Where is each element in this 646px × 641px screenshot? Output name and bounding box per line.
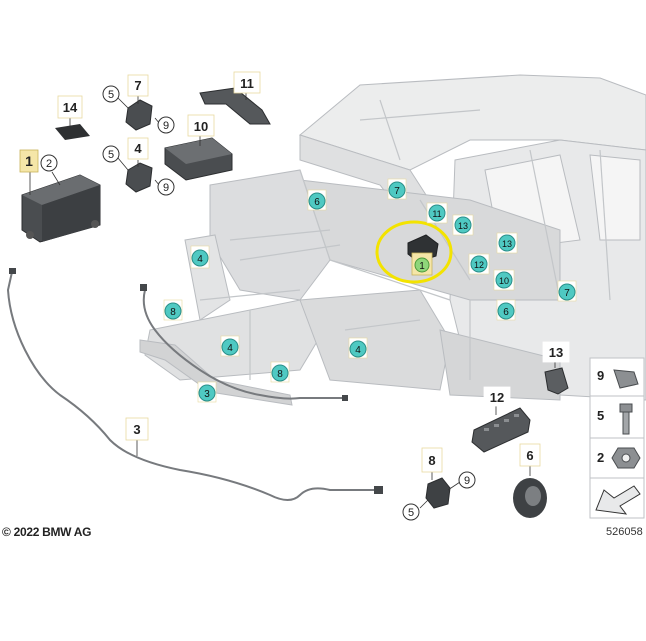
- svg-text:7: 7: [134, 78, 141, 93]
- installed-callout-6-right[interactable]: 6: [496, 299, 516, 321]
- callout-9-mid[interactable]: 9: [157, 178, 175, 196]
- svg-text:4: 4: [227, 343, 233, 354]
- svg-text:5: 5: [108, 89, 114, 101]
- installed-callout-7-upper[interactable]: 7: [387, 178, 407, 200]
- svg-text:7: 7: [394, 186, 400, 197]
- svg-text:5: 5: [597, 408, 604, 423]
- legend-item-5[interactable]: 5: [597, 403, 633, 435]
- svg-text:10: 10: [499, 276, 509, 286]
- callout-5-lower[interactable]: 5: [402, 503, 420, 521]
- legend-item-2[interactable]: 2: [597, 447, 641, 469]
- sensor-part-4: [125, 162, 153, 193]
- svg-text:8: 8: [170, 307, 176, 318]
- svg-text:12: 12: [474, 260, 484, 270]
- svg-text:13: 13: [458, 221, 468, 231]
- grommet-part-6: [513, 478, 547, 518]
- svg-text:10: 10: [194, 119, 208, 134]
- svg-text:11: 11: [432, 209, 441, 219]
- svg-text:9: 9: [163, 120, 169, 132]
- legend-arrow-icon: [595, 485, 641, 515]
- callout-2[interactable]: 2: [40, 154, 58, 172]
- installed-callout-4-right[interactable]: 4: [348, 337, 368, 359]
- svg-text:8: 8: [428, 453, 435, 468]
- svg-text:5: 5: [408, 507, 414, 519]
- holder-part-12: [471, 407, 531, 453]
- callout-4-left[interactable]: 4: [127, 137, 149, 160]
- callout-9-lower[interactable]: 9: [458, 471, 476, 489]
- callout-5-mid[interactable]: 5: [102, 145, 120, 163]
- harness-connectors: [9, 268, 383, 494]
- module-part-10: [164, 137, 233, 181]
- svg-text:13: 13: [502, 239, 512, 249]
- installed-callout-12[interactable]: 12: [468, 253, 490, 275]
- installed-callout-13-upper[interactable]: 13: [452, 214, 474, 236]
- svg-text:6: 6: [503, 307, 509, 318]
- callout-8-lower[interactable]: 8: [421, 447, 443, 473]
- svg-text:4: 4: [355, 345, 361, 356]
- figure-number: 526058: [606, 526, 643, 538]
- installed-callout-13-lower[interactable]: 13: [496, 232, 518, 254]
- car-body-shell: [139, 74, 646, 406]
- installed-callout-8-upper[interactable]: 8: [163, 299, 183, 321]
- bracket-part-13: [544, 367, 569, 395]
- callout-3[interactable]: 3: [125, 417, 149, 441]
- svg-text:3: 3: [204, 389, 210, 400]
- svg-text:6: 6: [314, 197, 320, 208]
- svg-text:1: 1: [25, 153, 33, 169]
- callout-6-lower[interactable]: 6: [519, 443, 541, 467]
- legend-item-9[interactable]: 9: [597, 368, 639, 389]
- svg-text:2: 2: [46, 158, 52, 170]
- sensor-part-8: [425, 477, 451, 509]
- svg-text:4: 4: [197, 254, 203, 265]
- callout-12[interactable]: 12: [483, 386, 511, 407]
- callout-7-top[interactable]: 7: [127, 74, 149, 97]
- svg-text:9: 9: [163, 182, 169, 194]
- installed-callout-1-highlighted[interactable]: 1: [411, 252, 433, 276]
- svg-text:9: 9: [464, 475, 470, 487]
- svg-text:6: 6: [526, 448, 533, 463]
- callout-10[interactable]: 10: [187, 114, 215, 137]
- svg-text:12: 12: [490, 390, 504, 405]
- svg-text:1: 1: [419, 261, 425, 272]
- sensor-part-7: [125, 99, 153, 131]
- svg-text:8: 8: [277, 369, 283, 380]
- svg-text:2: 2: [597, 450, 604, 465]
- svg-text:7: 7: [564, 288, 570, 299]
- leader-lines: [29, 93, 556, 509]
- car-body-structure-lines: [199, 99, 611, 380]
- installed-callout-11[interactable]: 11: [426, 202, 448, 224]
- installed-callout-7-right[interactable]: 7: [557, 280, 577, 302]
- installed-callout-8-lower[interactable]: 8: [270, 361, 290, 383]
- installed-callout-3[interactable]: 3: [197, 381, 217, 403]
- svg-text:14: 14: [63, 100, 78, 115]
- svg-text:3: 3: [133, 422, 140, 437]
- svg-text:11: 11: [240, 76, 254, 91]
- callout-5-top[interactable]: 5: [102, 85, 120, 103]
- svg-text:5: 5: [108, 149, 114, 161]
- highlight-circle: [375, 220, 453, 284]
- wiring-harness-part-3: [6, 271, 375, 501]
- callout-9-top[interactable]: 9: [157, 116, 175, 134]
- callout-1[interactable]: 1: [19, 149, 39, 173]
- copyright-notice: © 2022 BMW AG: [2, 525, 92, 539]
- callout-11[interactable]: 11: [233, 71, 261, 94]
- airbag-control-unit-part-1: [21, 174, 101, 243]
- callout-14[interactable]: 14: [57, 95, 83, 119]
- pad-part-14: [55, 124, 90, 140]
- installed-callout-4-upper[interactable]: 4: [190, 245, 210, 269]
- installed-callout-6[interactable]: 6: [307, 189, 327, 211]
- svg-text:9: 9: [597, 368, 604, 383]
- callout-13-right[interactable]: 13: [542, 341, 570, 363]
- svg-text:4: 4: [134, 141, 142, 156]
- svg-text:13: 13: [549, 345, 563, 360]
- installed-callout-4-middle[interactable]: 4: [220, 335, 240, 357]
- installed-callout-10[interactable]: 10: [493, 269, 515, 291]
